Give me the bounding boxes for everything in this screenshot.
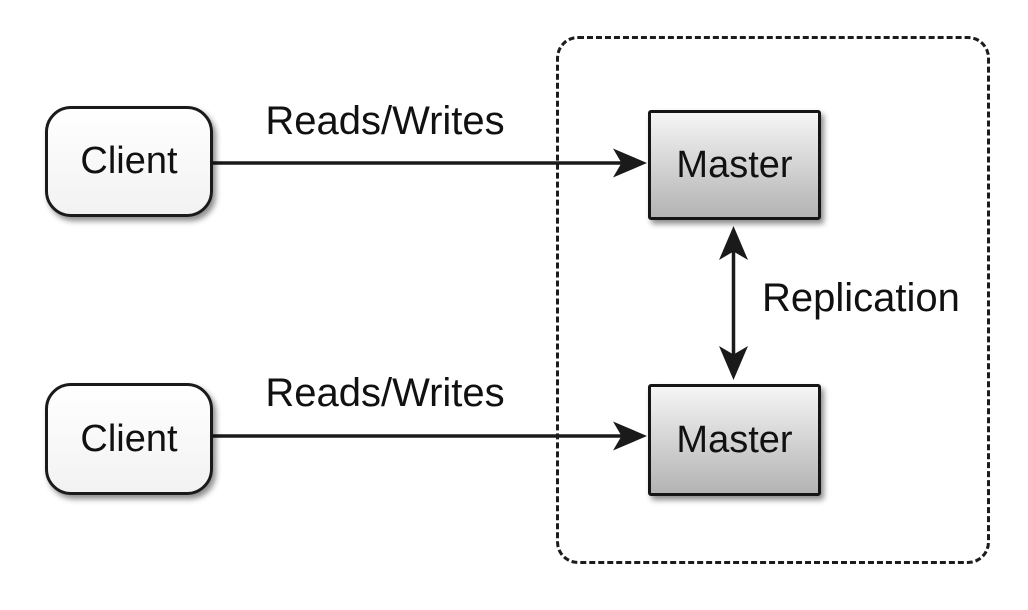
reads-writes-label-top: Reads/Writes [265,99,505,143]
client-node-top: Client [45,106,213,217]
replication-label: Replication [762,276,960,320]
client-node-bottom-label: Client [80,417,178,460]
master-node-bottom: Master [648,384,821,496]
master-node-top: Master [648,110,821,220]
replication-group-border [556,36,990,564]
replication-arrow [719,226,748,380]
client-node-top-label: Client [80,140,178,182]
client-node-bottom: Client [45,383,213,495]
reads-writes-arrow-top [213,148,647,178]
reads-writes-label-bottom: Reads/Writes [265,371,505,415]
master-node-bottom-label: Master [676,418,793,461]
master-node-top-label: Master [676,143,793,186]
reads-writes-arrow-bottom [213,421,647,451]
